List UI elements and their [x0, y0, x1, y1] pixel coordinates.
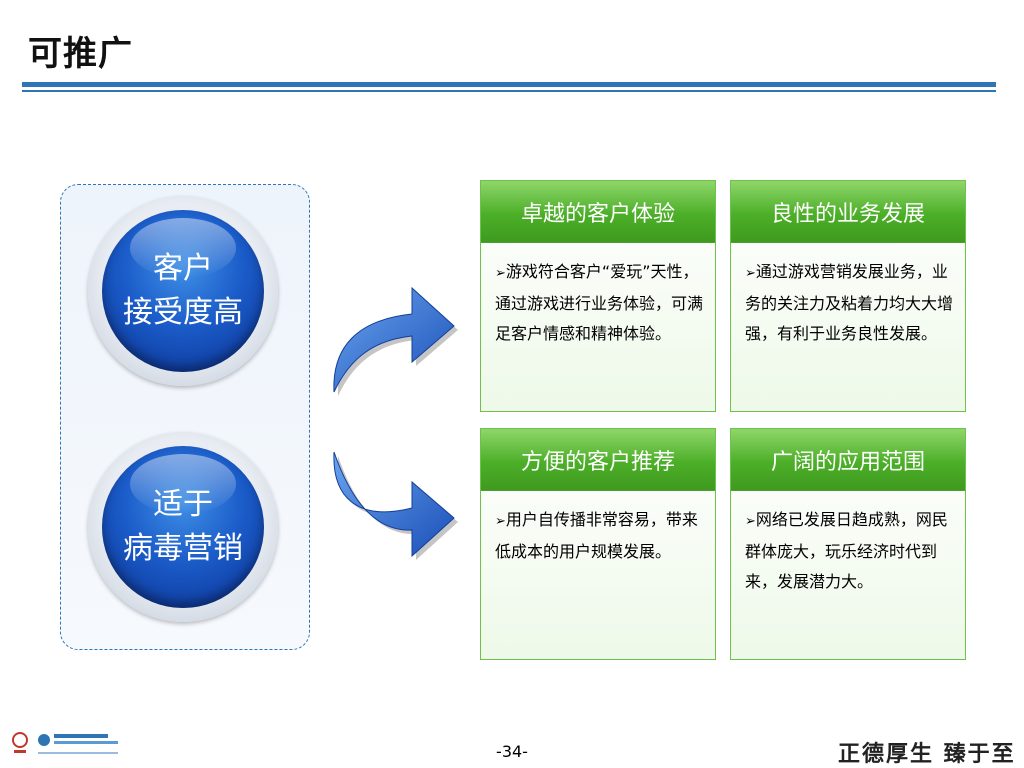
company-logo-icon [12, 732, 118, 754]
page-title: 可推广 [28, 34, 133, 74]
circle-line-1: 适于 [153, 487, 213, 522]
bullet-arrow-icon: ➢ [745, 266, 756, 281]
card-customer-experience: 卓越的客户体验 ➢游戏符合客户“爱玩”天性，通过游戏进行业务体验，可满足客户情感… [480, 180, 716, 412]
title-divider-thin [22, 90, 996, 92]
circle-customer-acceptance: 客户 接受度高 [88, 196, 278, 386]
card-text: 游戏符合客户“爱玩”天性，通过游戏进行业务体验，可满足客户情感和精神体验。 [495, 262, 704, 343]
card-application-range: 广阔的应用范围 ➢网络已发展日趋成熟，网民群体庞大，玩乐经济时代到来，发展潜力大… [730, 428, 966, 660]
curved-arrow-down-icon [333, 451, 458, 560]
footer-slogan: 正德厚生 臻于至善 [838, 741, 1016, 767]
bullet-arrow-icon: ➢ [495, 266, 506, 281]
card-header: 方便的客户推荐 [481, 429, 715, 491]
card-body: ➢网络已发展日趋成熟，网民群体庞大，玩乐经济时代到来，发展潜力大。 [731, 491, 965, 597]
circle-line-2: 接受度高 [123, 295, 243, 330]
card-body: ➢通过游戏营销发展业务，业务的关注力及粘着力均大大增强，有利于业务良性发展。 [731, 243, 965, 349]
curved-arrow-up-icon [333, 286, 458, 396]
card-business-growth: 良性的业务发展 ➢通过游戏营销发展业务，业务的关注力及粘着力均大大增强，有利于业… [730, 180, 966, 412]
card-header: 卓越的客户体验 [481, 181, 715, 243]
circle-viral-marketing: 适于 病毒营销 [88, 432, 278, 622]
card-text: 网络已发展日趋成熟，网民群体庞大，玩乐经济时代到来，发展潜力大。 [745, 510, 948, 591]
card-customer-referral: 方便的客户推荐 ➢用户自传播非常容易，带来低成本的用户规模发展。 [480, 428, 716, 660]
circle-line-2: 病毒营销 [123, 531, 243, 566]
page-number: -34- [496, 742, 528, 761]
card-header: 良性的业务发展 [731, 181, 965, 243]
circle-line-1: 客户 [153, 251, 213, 286]
card-body: ➢游戏符合客户“爱玩”天性，通过游戏进行业务体验，可满足客户情感和精神体验。 [481, 243, 715, 349]
card-body: ➢用户自传播非常容易，带来低成本的用户规模发展。 [481, 491, 715, 567]
bullet-arrow-icon: ➢ [495, 514, 506, 529]
card-text: 用户自传播非常容易，带来低成本的用户规模发展。 [495, 510, 698, 561]
title-divider-thick [22, 82, 996, 87]
card-text: 通过游戏营销发展业务，业务的关注力及粘着力均大大增强，有利于业务良性发展。 [745, 262, 954, 343]
bullet-arrow-icon: ➢ [745, 514, 756, 529]
card-header: 广阔的应用范围 [731, 429, 965, 491]
